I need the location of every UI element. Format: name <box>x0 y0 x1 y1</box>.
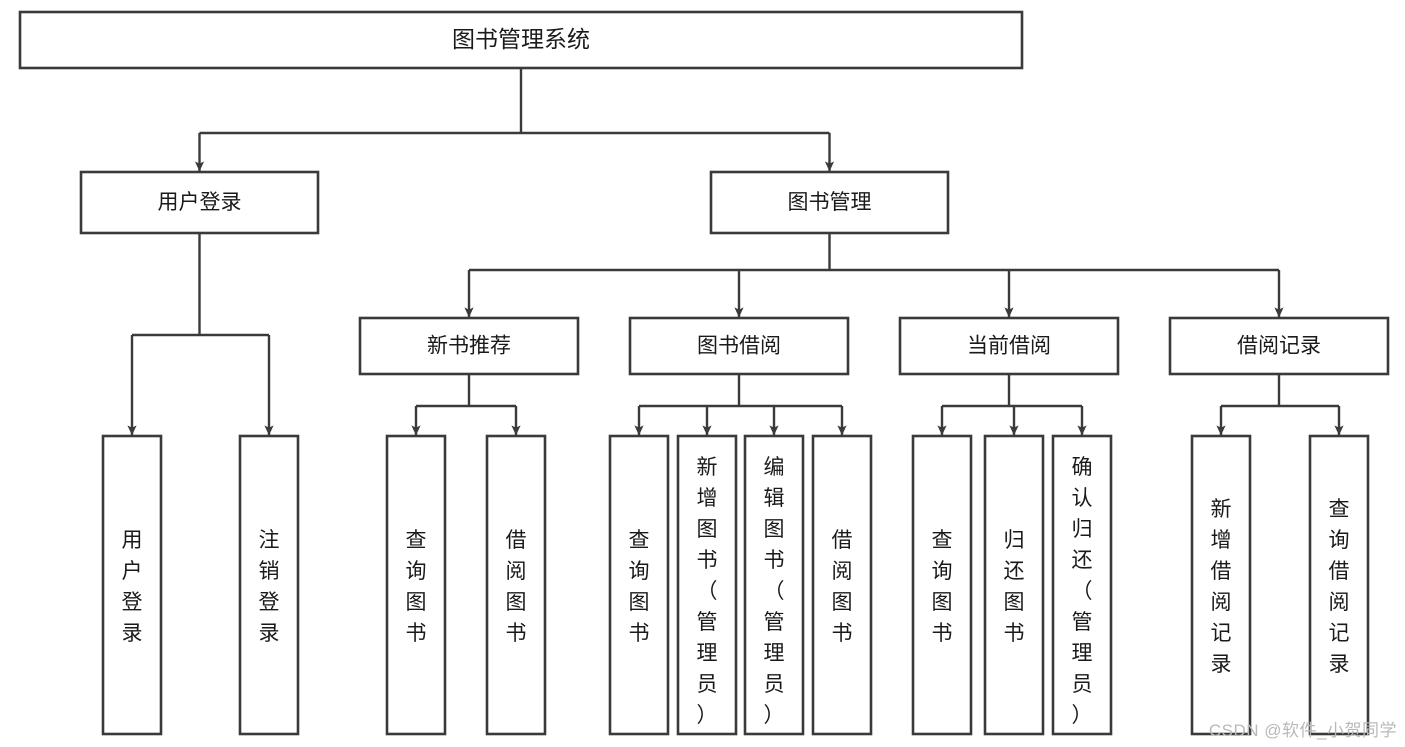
node-label: 新书推荐 <box>427 335 511 358</box>
node-box <box>79 170 320 235</box>
node-box <box>101 434 163 736</box>
node-label: 注销登录 <box>259 529 280 645</box>
node-label: 查询图书 <box>629 529 650 645</box>
node-label: 用户登录 <box>158 191 242 214</box>
node-label: 查询借阅记录 <box>1329 498 1350 676</box>
node-book-borrow[interactable]: 图书借阅 <box>628 316 850 376</box>
node-label: 借阅图书 <box>506 529 527 645</box>
node-box <box>1308 434 1370 736</box>
node-label: 查询图书 <box>406 529 427 645</box>
node-label: 新增借阅记录 <box>1211 498 1232 676</box>
node-box <box>983 434 1045 736</box>
node-leaf-borrow-edit[interactable]: 编辑图书（管理员） <box>743 434 805 736</box>
node-root[interactable]: 图书管理系统 <box>18 10 1024 70</box>
node-box <box>709 170 950 235</box>
node-label: 图书管理 <box>788 191 872 214</box>
node-box <box>238 434 300 736</box>
node-label: 归还图书 <box>1004 529 1025 645</box>
node-leaf-user-logout[interactable]: 注销登录 <box>238 434 300 736</box>
connector-edges <box>127 68 1344 436</box>
node-box <box>358 316 580 376</box>
node-box <box>385 434 447 736</box>
node-leaf-rec-add[interactable]: 新增借阅记录 <box>1190 434 1252 736</box>
node-label: 当前借阅 <box>967 335 1051 358</box>
node-leaf-borrow-borrow[interactable]: 借阅图书 <box>811 434 873 736</box>
node-box <box>743 434 805 736</box>
node-label: 借阅图书 <box>832 529 853 645</box>
node-label: 编辑图书（管理员） <box>764 456 785 727</box>
node-box <box>911 434 973 736</box>
watermark-text: CSDN @软件_小贺同学 <box>1208 721 1397 740</box>
node-box <box>628 316 850 376</box>
node-leaf-cur-confirm[interactable]: 确认归还（管理员） <box>1051 434 1113 736</box>
node-leaf-borrow-query[interactable]: 查询图书 <box>608 434 670 736</box>
node-book-manage[interactable]: 图书管理 <box>709 170 950 235</box>
node-leaf-rec-query2[interactable]: 查询借阅记录 <box>1308 434 1370 736</box>
node-box <box>811 434 873 736</box>
node-new-book-rec[interactable]: 新书推荐 <box>358 316 580 376</box>
node-box <box>898 316 1120 376</box>
node-leaf-rec-borrow[interactable]: 借阅图书 <box>485 434 547 736</box>
node-leaf-cur-return[interactable]: 归还图书 <box>983 434 1045 736</box>
node-user-login[interactable]: 用户登录 <box>79 170 320 235</box>
node-box <box>18 10 1024 70</box>
node-leaf-rec-query[interactable]: 查询图书 <box>385 434 447 736</box>
node-borrow-record[interactable]: 借阅记录 <box>1168 316 1390 376</box>
node-label: 新增图书（管理员） <box>697 456 718 727</box>
node-box <box>1051 434 1113 736</box>
node-label: 图书管理系统 <box>452 26 590 52</box>
node-label: 用户登录 <box>122 529 143 645</box>
node-label: 查询图书 <box>932 529 953 645</box>
node-box <box>608 434 670 736</box>
node-label: 确认归还（管理员） <box>1072 456 1093 727</box>
node-leaf-borrow-add[interactable]: 新增图书（管理员） <box>676 434 738 736</box>
node-box <box>485 434 547 736</box>
node-label: 借阅记录 <box>1237 335 1321 358</box>
node-box <box>1168 316 1390 376</box>
node-leaf-user-login[interactable]: 用户登录 <box>101 434 163 736</box>
node-leaf-cur-query[interactable]: 查询图书 <box>911 434 973 736</box>
node-box <box>1190 434 1252 736</box>
node-current-borrow[interactable]: 当前借阅 <box>898 316 1120 376</box>
node-box <box>676 434 738 736</box>
node-boxes: 图书管理系统用户登录图书管理新书推荐图书借阅当前借阅借阅记录用户登录注销登录查询… <box>18 10 1390 736</box>
node-label: 图书借阅 <box>697 335 781 358</box>
